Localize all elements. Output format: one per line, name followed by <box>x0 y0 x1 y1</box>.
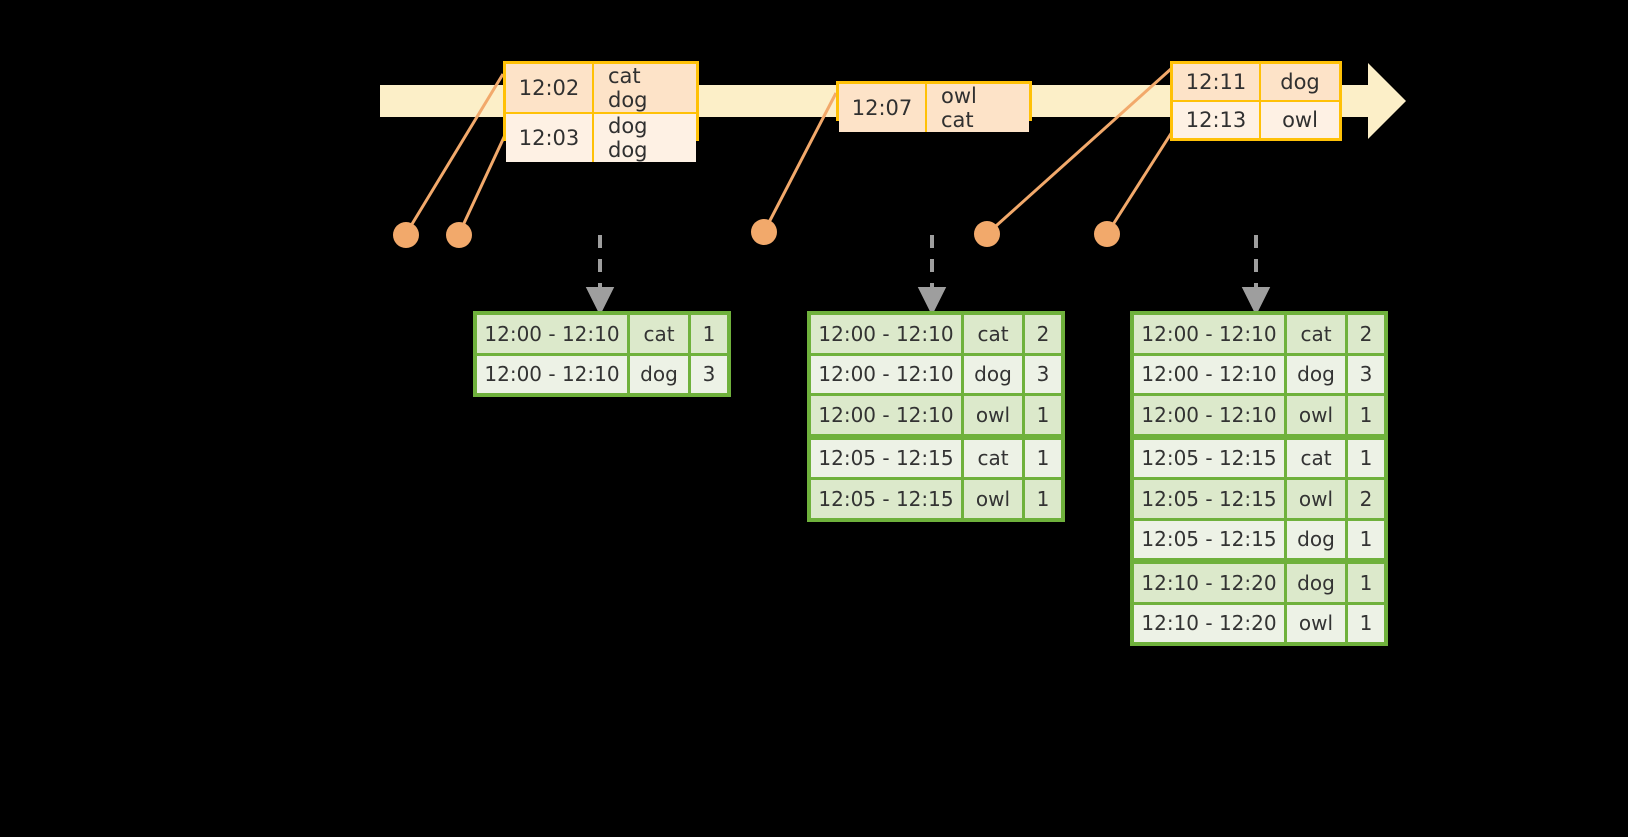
cell-key: owl <box>964 396 1022 434</box>
dashed-arrow-3 <box>1241 235 1271 316</box>
connector-dot-5 <box>1094 221 1120 247</box>
event-row: 12:13 owl <box>1173 100 1339 138</box>
cell-window: 12:05 - 12:15 <box>811 480 961 518</box>
cell-window: 12:00 - 12:10 <box>477 315 627 353</box>
cell-window: 12:00 - 12:10 <box>811 396 961 434</box>
cell-count: 3 <box>691 355 727 393</box>
cell-key: owl <box>964 480 1022 518</box>
dashed-arrow-1 <box>585 235 615 316</box>
cell-key: dog <box>1287 564 1345 602</box>
event-row: 12:07 owl cat <box>839 84 1029 132</box>
cell-window: 12:00 - 12:10 <box>1134 315 1284 353</box>
event-time: 12:11 <box>1173 64 1261 100</box>
cell-window: 12:05 - 12:15 <box>1134 439 1284 477</box>
cell-window: 12:10 - 12:20 <box>1134 564 1284 602</box>
event-group-1[interactable]: 12:02 cat dog 12:03 dog dog <box>503 61 699 162</box>
cell-key: dog <box>964 355 1022 393</box>
event-value: dog dog <box>594 114 696 162</box>
cell-window: 12:00 - 12:10 <box>477 355 627 393</box>
cell-window: 12:05 - 12:15 <box>1134 480 1284 518</box>
cell-key: cat <box>1287 315 1345 353</box>
event-time: 12:02 <box>506 64 594 112</box>
cell-key: cat <box>630 315 688 353</box>
event-row: 12:11 dog <box>1173 64 1339 100</box>
cell-count: 2 <box>1348 480 1384 518</box>
cell-count: 1 <box>1348 604 1384 642</box>
cell-count: 1 <box>1025 396 1061 434</box>
event-value: dog <box>1261 64 1339 100</box>
cell-count: 3 <box>1025 355 1061 393</box>
cell-key: owl <box>1287 480 1345 518</box>
cell-count: 1 <box>1025 439 1061 477</box>
event-row: 12:02 cat dog <box>506 64 696 112</box>
cell-key: dog <box>1287 355 1345 393</box>
cell-key: owl <box>1287 604 1345 642</box>
connector-dot-3 <box>751 219 777 245</box>
cell-count: 1 <box>1025 480 1061 518</box>
event-value: cat dog <box>594 64 696 112</box>
cell-window: 12:00 - 12:10 <box>811 355 961 393</box>
cell-count: 2 <box>1025 315 1061 353</box>
cell-window: 12:00 - 12:10 <box>1134 396 1284 434</box>
dashed-arrow-2 <box>917 235 947 316</box>
cell-count: 1 <box>691 315 727 353</box>
event-value: owl <box>1261 102 1339 138</box>
cell-key: owl <box>1287 396 1345 434</box>
cell-count: 1 <box>1348 439 1384 477</box>
event-value: owl cat <box>927 84 1029 132</box>
cell-window: 12:05 - 12:15 <box>1134 520 1284 558</box>
event-time: 12:07 <box>839 84 927 132</box>
cell-key: dog <box>1287 520 1345 558</box>
connector-dot-1 <box>393 222 419 248</box>
cell-key: cat <box>1287 439 1345 477</box>
cell-count: 2 <box>1348 315 1384 353</box>
event-time: 12:03 <box>506 114 594 162</box>
dashed-arrows <box>585 235 1271 316</box>
cell-window: 12:05 - 12:15 <box>811 439 961 477</box>
cell-count: 1 <box>1348 520 1384 558</box>
event-time: 12:13 <box>1173 102 1261 138</box>
cell-count: 1 <box>1348 564 1384 602</box>
cell-window: 12:00 - 12:10 <box>1134 355 1284 393</box>
event-group-3[interactable]: 12:11 dog 12:13 owl <box>1170 61 1342 141</box>
cell-window: 12:00 - 12:10 <box>811 315 961 353</box>
cell-count: 3 <box>1348 355 1384 393</box>
cell-key: cat <box>964 315 1022 353</box>
event-group-2[interactable]: 12:07 owl cat <box>836 81 1032 132</box>
event-row: 12:03 dog dog <box>506 112 696 162</box>
cell-window: 12:10 - 12:20 <box>1134 604 1284 642</box>
cell-key: dog <box>630 355 688 393</box>
connector-dot-4 <box>974 221 1000 247</box>
connector-dots <box>393 219 1120 248</box>
connector-dot-2 <box>446 222 472 248</box>
cell-count: 1 <box>1348 396 1384 434</box>
cell-key: cat <box>964 439 1022 477</box>
